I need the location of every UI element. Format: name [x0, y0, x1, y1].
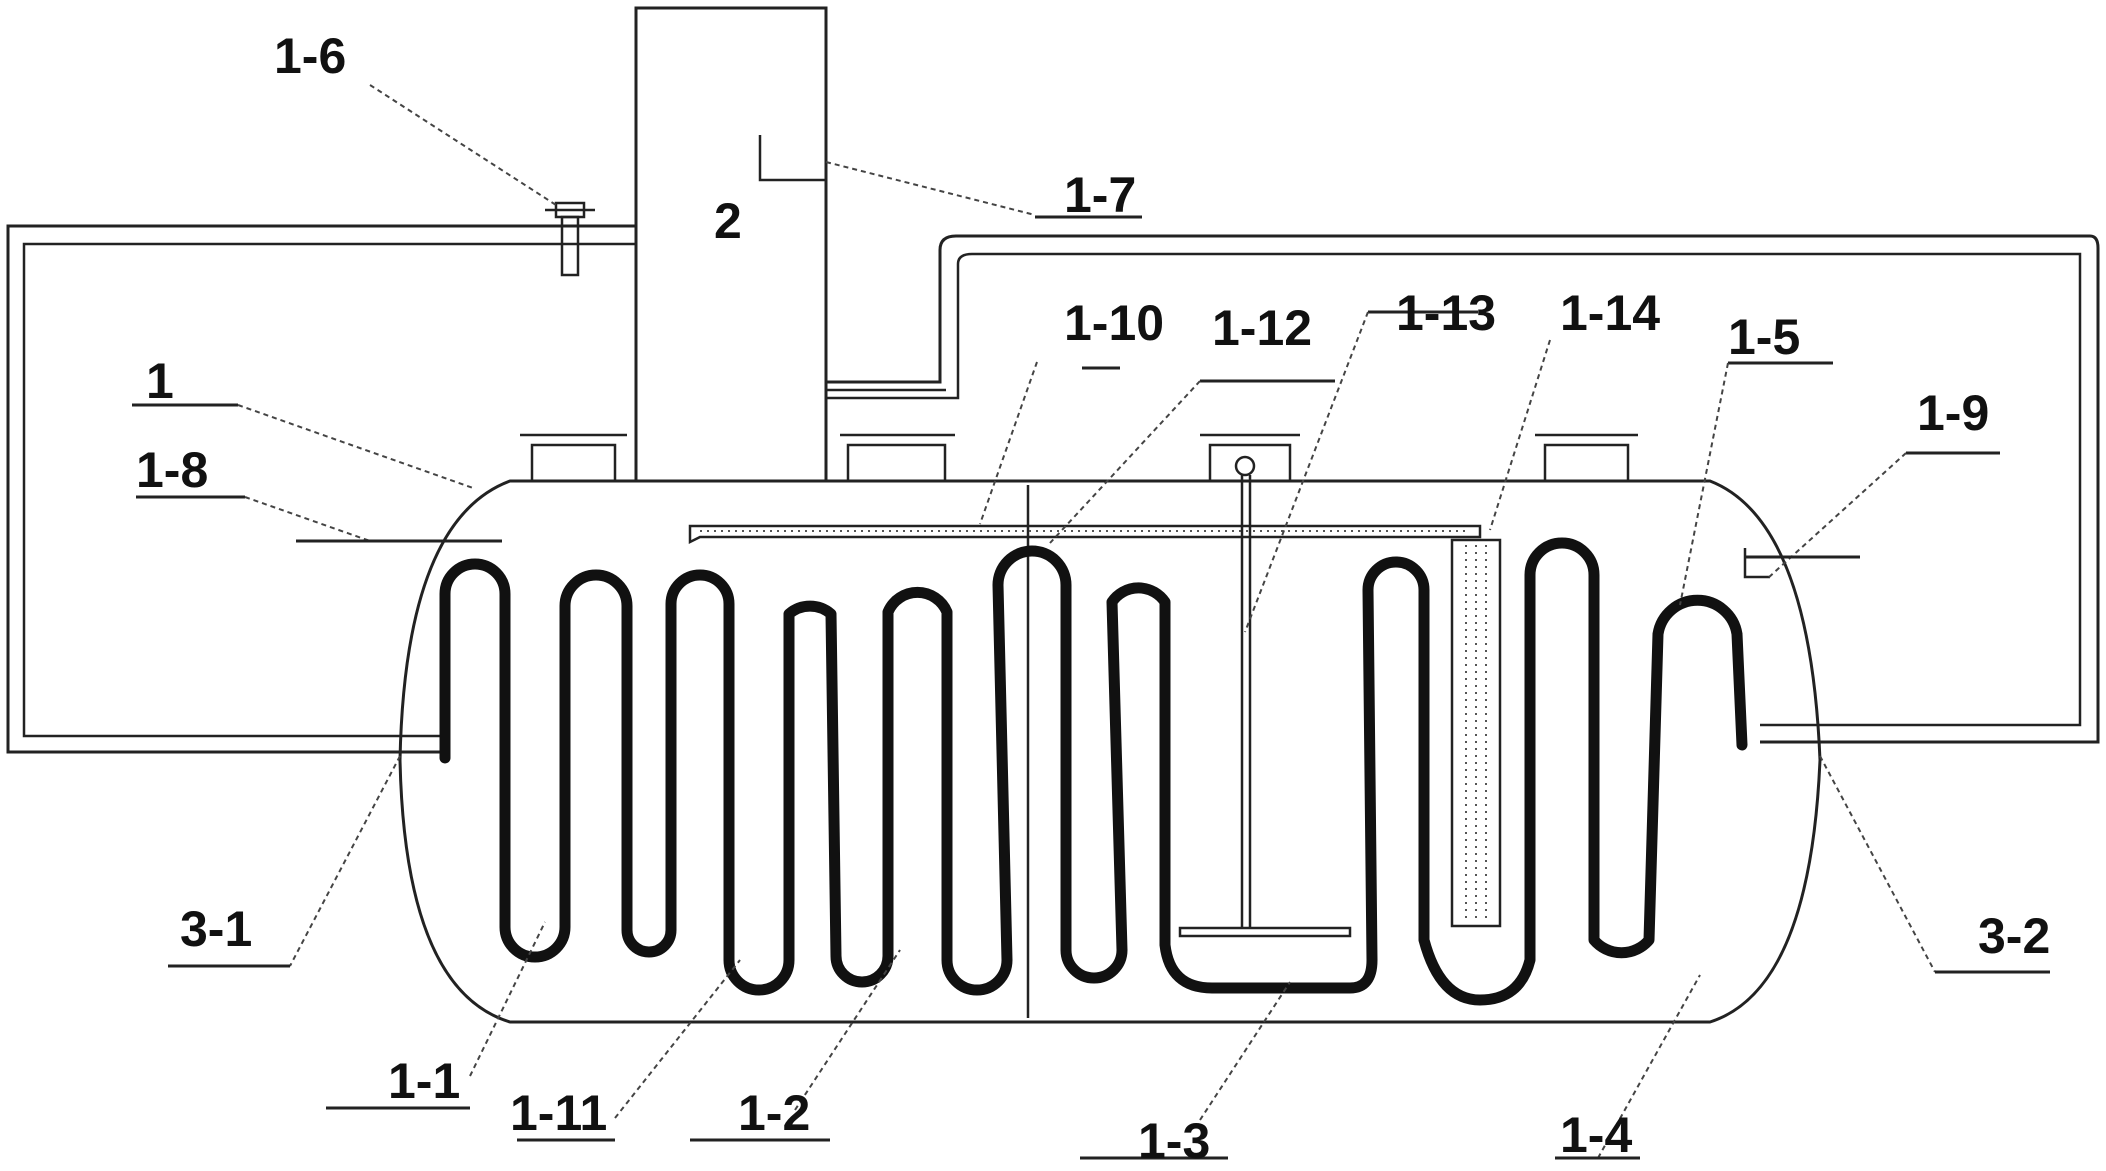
serpentine-coil — [439, 537, 1748, 1006]
chimney-inner-marker — [758, 135, 825, 182]
leader-1 — [237, 404, 474, 489]
leader-1-4 — [1597, 974, 1701, 1159]
label-1-6: 1-6 — [274, 28, 346, 84]
leader-3-1 — [289, 755, 401, 967]
label-3-1: 3-1 — [180, 901, 252, 957]
leader-1-7 — [825, 161, 1036, 216]
leader-3-2 — [1819, 755, 1936, 973]
nozzle-4 — [1535, 433, 1638, 481]
leader-1-11 — [614, 959, 741, 1119]
leader-1-10 — [979, 361, 1038, 525]
label-1: 1 — [146, 353, 174, 409]
label-1-7: 1-7 — [1064, 167, 1136, 223]
leader-1-8 — [244, 496, 371, 542]
label-1-4: 1-4 — [1560, 1107, 1632, 1163]
label-1-10: 1-10 — [1064, 295, 1164, 351]
label-1-5: 1-5 — [1728, 309, 1800, 365]
leader-1-14 — [1489, 339, 1551, 531]
leader-1-9 — [1767, 452, 1907, 579]
leader-1-12 — [1049, 380, 1201, 544]
leader-1-6 — [369, 84, 557, 206]
label-1-14: 1-14 — [1560, 285, 1660, 341]
nozzle-3 — [1200, 433, 1300, 481]
horizontal-pipe-1-10 — [688, 524, 1482, 545]
leader-1-5 — [1679, 362, 1729, 606]
valve-1-6 — [545, 201, 595, 277]
right-loop-pipe-inner — [826, 252, 2082, 727]
label-1-3: 1-3 — [1138, 1113, 1210, 1169]
label-1-12: 1-12 — [1212, 300, 1312, 356]
nozzle-2 — [840, 433, 955, 481]
leader-1-13 — [1244, 311, 1369, 633]
leader-1-1 — [469, 921, 546, 1077]
label-3-2: 3-2 — [1978, 908, 2050, 964]
right-loop-pipe-outer — [826, 234, 2100, 744]
leader-1-2 — [794, 949, 901, 1111]
packing-1-14 — [1450, 538, 1502, 928]
label-2: 2 — [714, 193, 742, 249]
left-loop-pipe-outer — [6, 224, 636, 754]
tank-body — [398, 479, 1822, 1024]
label-1-9: 1-9 — [1917, 385, 1989, 441]
nozzle-1 — [520, 433, 627, 481]
leader-1-3 — [1199, 981, 1291, 1121]
label-1-13: 1-13 — [1396, 285, 1496, 341]
label-1-2: 1-2 — [738, 1085, 810, 1141]
label-1-11: 1-11 — [510, 1085, 607, 1141]
marker-1-9 — [1743, 548, 1770, 579]
label-1-1: 1-1 — [388, 1053, 460, 1109]
agitator-1-13 — [1178, 455, 1352, 938]
label-1-8: 1-8 — [136, 442, 208, 498]
left-loop-pipe-inner — [22, 242, 636, 738]
